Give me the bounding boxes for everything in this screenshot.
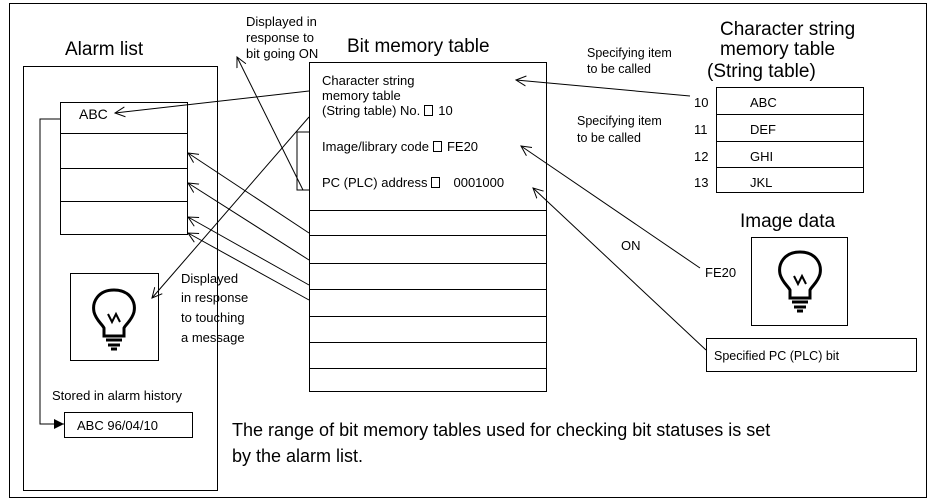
arrow-bit-to-abc [115, 90, 310, 113]
touch-1: Displayed [181, 271, 239, 286]
string-table-row-divider [717, 114, 863, 115]
lightbulb-icon [778, 250, 822, 313]
displayed-bit-on-2: response to [246, 30, 314, 45]
specifying-2b: to be called [577, 131, 641, 145]
string-table-row-divider [717, 167, 863, 168]
arrow-bit-on-cross [152, 116, 310, 298]
bit-memory-row [310, 235, 546, 236]
plc-address-value: 0001000 [453, 175, 505, 190]
plc-bit-box: Specified PC (PLC) bit [706, 338, 917, 372]
alarm-message-row [61, 168, 187, 169]
touch-4: a message [181, 330, 245, 345]
string-row-no: 11 [694, 122, 708, 137]
on-label: ON [621, 238, 641, 253]
specifying-1a: Specifying item [587, 46, 672, 60]
string-row-text: DEF [750, 122, 776, 137]
string-table-no-row: (String table) No. 10 [322, 103, 453, 118]
plc-address-row: PC (PLC) address 0001000 [322, 175, 504, 190]
placeholder-box-icon [431, 177, 441, 188]
lightbulb-icon [92, 288, 136, 351]
bit-memory-title: Bit memory table [347, 36, 490, 57]
arrow-fe20-to-code [521, 146, 701, 269]
touch-3: to touching [181, 310, 245, 325]
placeholder-box-icon [432, 141, 442, 152]
arrow-row-4 [188, 233, 310, 301]
arrow-row-1 [188, 153, 310, 234]
arrow-row-3 [188, 217, 310, 286]
plc-bit-label: Specified PC (PLC) bit [714, 349, 840, 363]
image-data-title: Image data [740, 211, 836, 232]
string-table-title-1: Character string [720, 19, 856, 40]
bit-memory-row [310, 316, 546, 317]
bit-memory-row [310, 368, 546, 369]
bit-memory-row [310, 210, 546, 211]
footer-line-1: The range of bit memory tables used for … [232, 420, 771, 440]
alarm-list-title: Alarm list [65, 39, 144, 60]
bit-memory-bracket [296, 131, 309, 191]
string-table-no-label-3: (String table) No. [322, 103, 421, 118]
string-table-no-label-2: memory table [322, 88, 401, 103]
string-table-title-2: memory table [720, 39, 836, 60]
bit-memory-row [310, 342, 546, 343]
alarm-message-row [61, 201, 187, 202]
string-row-no: 10 [694, 95, 709, 110]
arrow-bit-on-up [237, 57, 304, 191]
placeholder-box-icon [424, 105, 434, 116]
image-code-row: Image/library code FE20 [322, 139, 478, 154]
string-row-no: 12 [694, 149, 709, 164]
arrow-table-to-no [516, 80, 691, 97]
displayed-bit-on-3: bit going ON [246, 46, 319, 61]
history-connector [39, 118, 64, 429]
string-table-row-divider [717, 141, 863, 142]
alarm-history-entry: ABC 96/04/10 [64, 412, 193, 438]
string-table-title-3: (String table) [707, 61, 816, 82]
bit-memory-row [310, 263, 546, 264]
touch-2: in response [181, 290, 249, 305]
bit-memory-row [310, 289, 546, 290]
arrow-plcbit-to-address [533, 188, 707, 351]
displayed-bit-on-1: Displayed in [246, 14, 317, 29]
alarm-history-label: Stored in alarm history [52, 388, 183, 403]
arrow-row-2 [188, 183, 310, 261]
specifying-1b: to be called [587, 62, 651, 76]
alarm-history-entry-text: ABC 96/04/10 [77, 418, 158, 433]
image-data-code: FE20 [705, 265, 737, 280]
footer-line-2: by the alarm list. [232, 446, 364, 466]
alarm-message-item: ABC [79, 106, 108, 122]
string-table-no-value: 10 [438, 103, 453, 118]
image-code-value: FE20 [446, 139, 479, 154]
string-table [716, 87, 864, 193]
alarm-message-row [61, 133, 187, 134]
string-table-no-label-1: Character string [322, 73, 415, 88]
bit-memory-table: Character string memory table (String ta… [309, 62, 547, 392]
string-row-text: GHI [750, 149, 774, 164]
specifying-2a: Specifying item [577, 114, 662, 128]
plc-address-label: PC (PLC) address [322, 175, 428, 190]
string-row-no: 13 [694, 175, 709, 190]
alarm-list-messages: ABC [60, 102, 188, 235]
string-row-text: ABC [750, 95, 777, 110]
image-code-label: Image/library code [322, 139, 429, 154]
string-row-text: JKL [750, 175, 773, 190]
